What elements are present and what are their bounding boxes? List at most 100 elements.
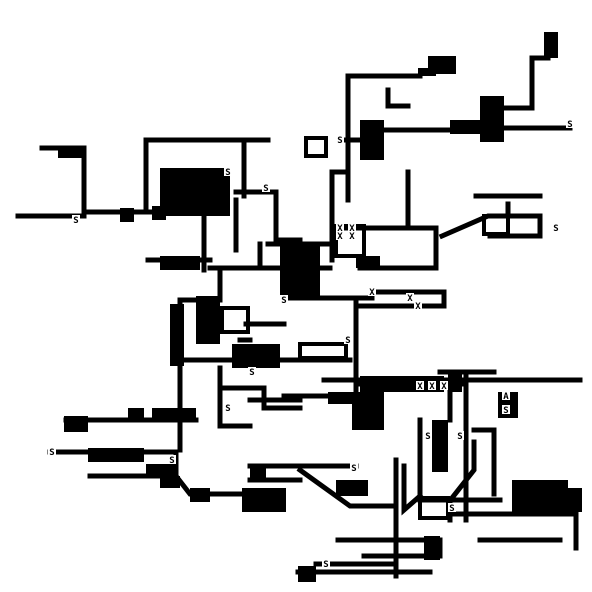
marker-bg	[350, 463, 358, 472]
marker-bg	[424, 431, 432, 440]
room	[480, 96, 504, 142]
room	[120, 208, 134, 222]
corridor	[15, 145, 163, 219]
room	[232, 344, 280, 368]
spawn-marker: S	[263, 184, 268, 194]
x-tile-marker: X	[349, 224, 355, 234]
room	[88, 448, 144, 462]
corridor	[143, 137, 271, 215]
spawn-marker: S	[345, 336, 350, 346]
room-outline	[220, 306, 250, 334]
a-tile-marker: A	[503, 392, 509, 402]
x-tile-marker: X	[349, 232, 355, 242]
marker-bg	[224, 403, 232, 412]
marker-bg	[416, 381, 424, 390]
marker-bg	[168, 455, 176, 464]
x-tile-marker: X	[337, 232, 343, 242]
spawn-marker: S	[567, 120, 572, 130]
spawn-marker: S	[503, 406, 508, 416]
marker-bg	[336, 135, 344, 144]
spawn-marker: S	[425, 432, 430, 442]
marker-bg	[428, 381, 436, 390]
marker-bg	[348, 231, 356, 240]
room	[418, 68, 436, 76]
room	[170, 304, 184, 366]
room	[568, 488, 582, 512]
marker-bg	[72, 215, 80, 224]
spawn-marker: S	[249, 368, 254, 378]
marker-bg	[280, 295, 288, 304]
spawn-marker: S	[337, 136, 342, 146]
marker-bg	[440, 381, 448, 390]
room	[58, 146, 84, 158]
room	[152, 206, 166, 220]
room	[298, 566, 316, 582]
room	[544, 32, 558, 58]
room	[160, 476, 180, 488]
corridor	[448, 427, 497, 502]
marker-bg	[502, 405, 510, 414]
spawn-marker: S	[225, 404, 230, 414]
marker-bg	[336, 223, 344, 232]
room-layer	[58, 32, 582, 582]
room-outline	[298, 342, 348, 360]
spawn-marker: S	[323, 560, 328, 570]
corridor	[247, 463, 399, 509]
marker-bg	[456, 431, 464, 440]
marker-bg	[348, 223, 356, 232]
room	[250, 464, 266, 478]
x-tile-marker: X	[417, 382, 423, 392]
marker-bg	[414, 301, 422, 310]
marker-bg	[48, 447, 56, 456]
spawn-marker: S	[225, 168, 230, 178]
x-tile-marker: X	[441, 382, 447, 392]
spawn-marker: S	[351, 464, 356, 474]
x-tile-marker: X	[429, 382, 435, 392]
marker-bg	[224, 167, 232, 176]
room	[356, 256, 380, 268]
spawn-marker: S	[281, 296, 286, 306]
marker-bg	[448, 503, 456, 512]
marker-bg	[248, 367, 256, 376]
marker-bg	[566, 119, 574, 128]
marker-bg	[262, 183, 270, 192]
room	[128, 408, 144, 422]
marker-bg	[322, 559, 330, 568]
spawn-marker: S	[553, 224, 558, 234]
room	[196, 296, 220, 344]
x-tile-marker: X	[407, 294, 413, 304]
corridor	[295, 561, 433, 575]
x-tile-marker: X	[415, 302, 421, 312]
x-tile-marker: X	[369, 288, 375, 298]
room-outline	[482, 214, 510, 236]
room	[280, 244, 320, 300]
marker-bg	[344, 335, 352, 344]
marker-bg	[336, 231, 344, 240]
marker-bg	[502, 391, 510, 400]
spawn-marker: S	[169, 456, 174, 466]
room-outline	[304, 136, 328, 158]
room	[360, 120, 384, 160]
spawn-marker: S	[457, 432, 462, 442]
corridor	[473, 193, 543, 219]
spawn-marker: S	[73, 216, 78, 226]
room	[352, 392, 384, 430]
room	[242, 488, 286, 512]
room	[432, 420, 448, 472]
room	[152, 408, 196, 422]
room	[450, 120, 480, 134]
room	[160, 168, 230, 216]
room	[424, 536, 440, 560]
room	[448, 372, 462, 392]
room	[512, 480, 568, 516]
x-tile-marker: X	[337, 224, 343, 234]
marker-bg	[552, 223, 560, 232]
marker-bg	[368, 287, 376, 296]
corridor	[217, 365, 303, 429]
room	[190, 488, 210, 502]
room	[160, 256, 200, 270]
spawn-marker: S	[49, 448, 54, 458]
spawn-marker: S	[449, 504, 454, 514]
